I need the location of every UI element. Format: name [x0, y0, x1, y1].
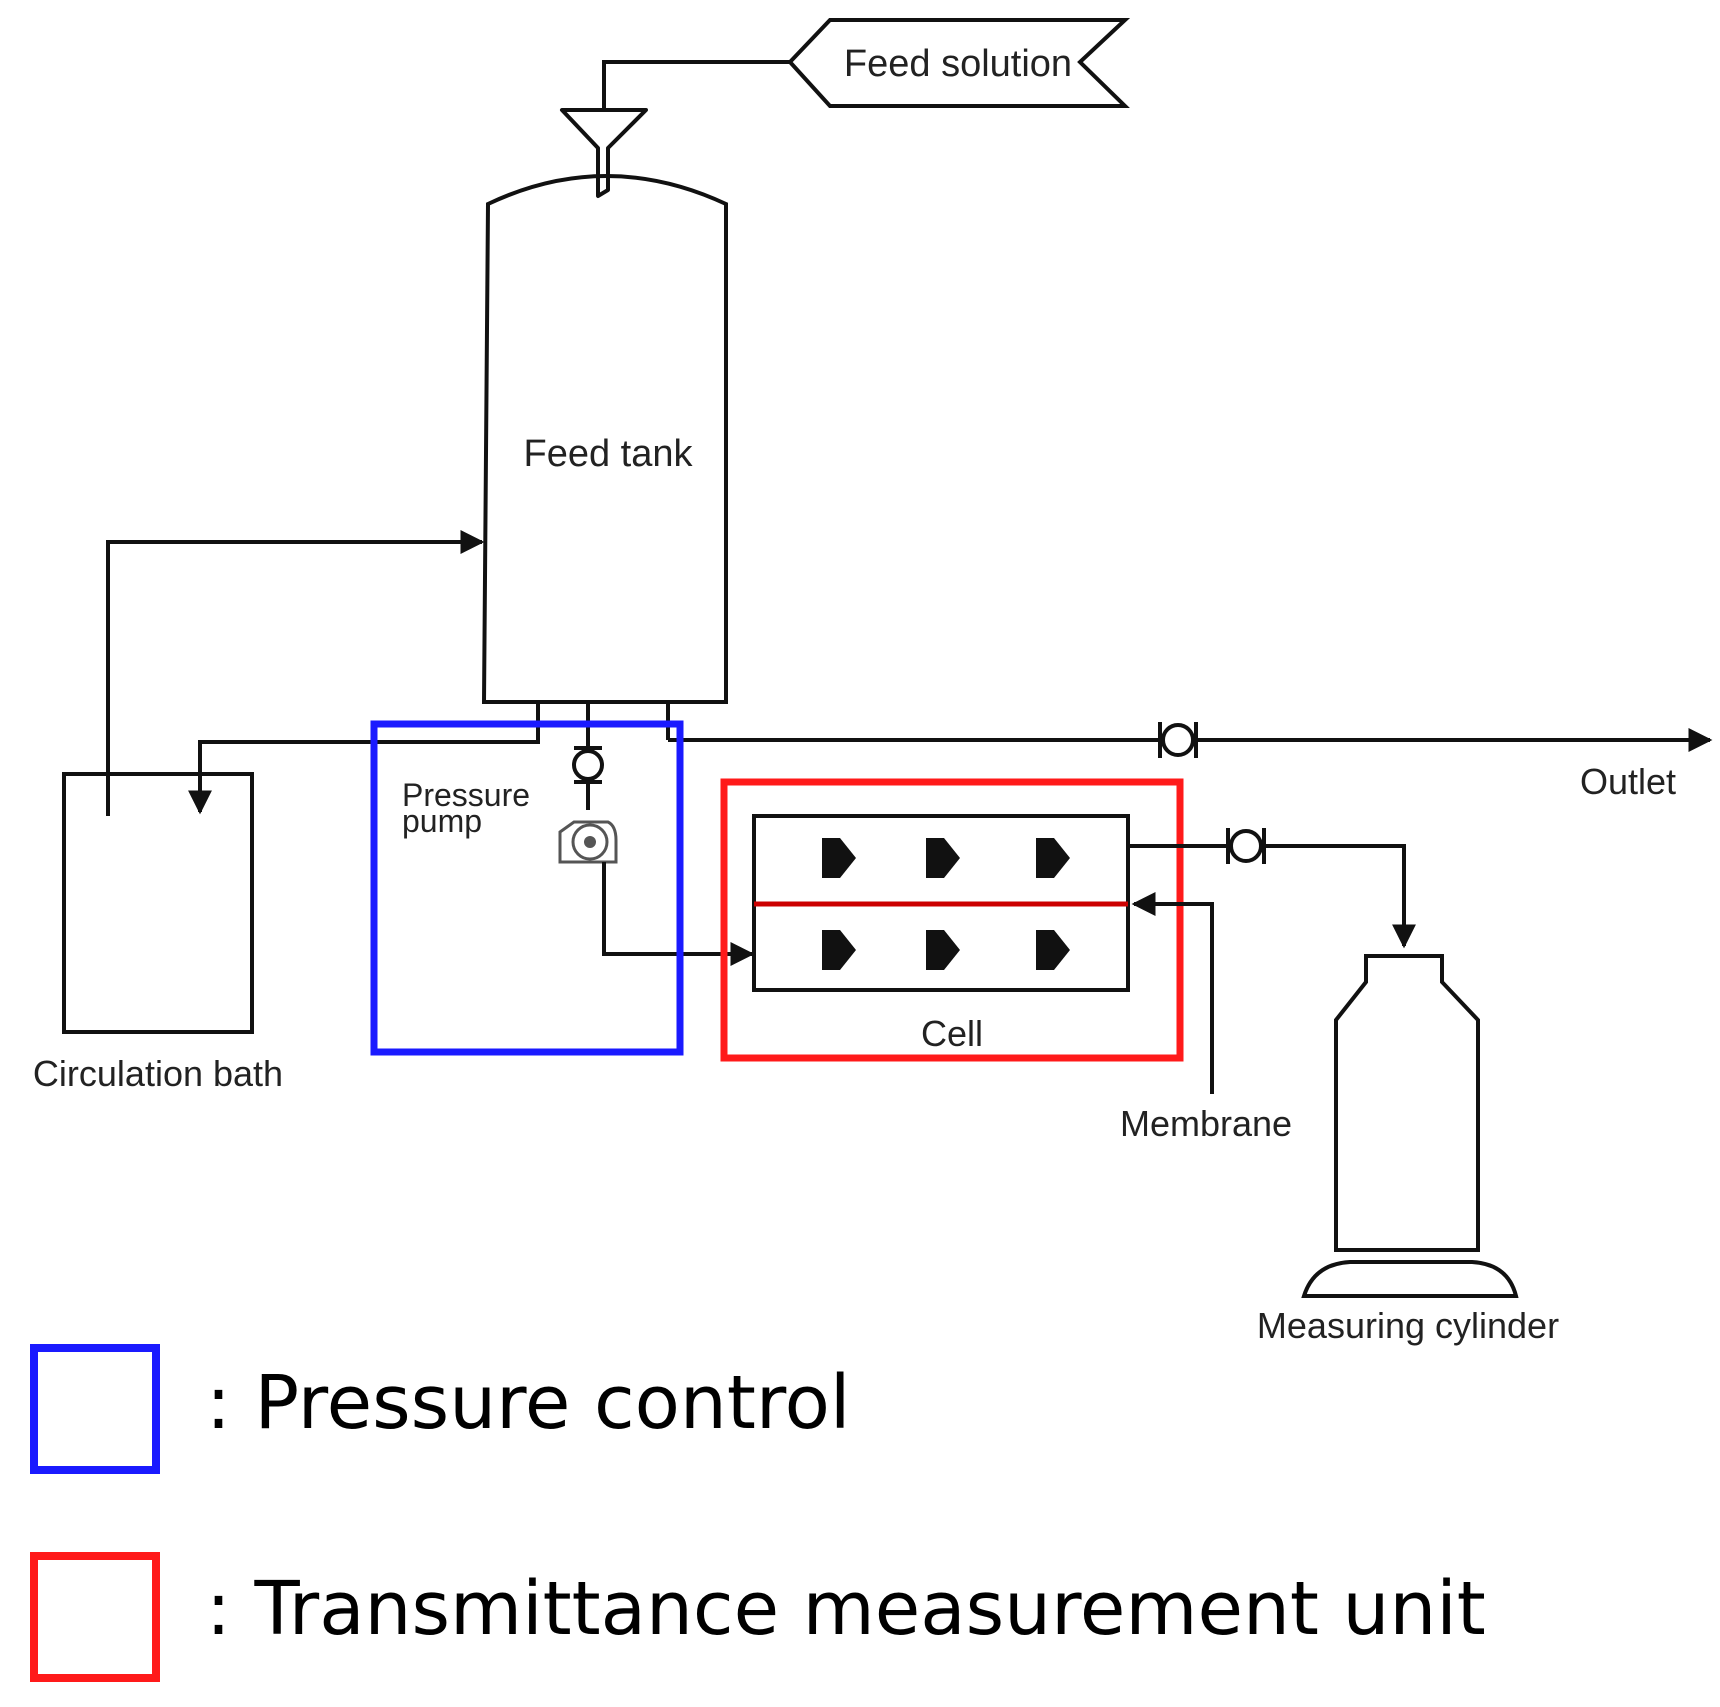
measuring-cylinder-shape [1334, 954, 1480, 1252]
pressure-pump-label-line1: Pressure [402, 777, 530, 813]
feed-tank-shape [481, 174, 728, 704]
pressure-pump-label-line2: pump [402, 803, 482, 839]
legend-pressure-control: : Pressure control [206, 1360, 851, 1446]
pressure-control-box [370, 720, 684, 1056]
outlet-valve-icon [1158, 722, 1198, 758]
legend-swatch-pressure [30, 1344, 160, 1474]
circulation-bath-label: Circulation bath [33, 1053, 283, 1094]
feed-tank-label: Feed tank [524, 433, 694, 475]
membrane-label: Membrane [1120, 1103, 1292, 1144]
cell-label: Cell [921, 1013, 983, 1054]
feed-solution-label: Feed solution [844, 43, 1072, 85]
funnel-icon [560, 108, 648, 198]
outlet-label: Outlet [1580, 761, 1676, 802]
permeate-line [1128, 844, 1416, 949]
measuring-cylinder-label: Measuring cylinder [1257, 1305, 1559, 1346]
measuring-cylinder-base [1301, 1260, 1519, 1298]
circulation-supply-line [188, 738, 540, 815]
membrane-pointer [1131, 892, 1214, 1094]
transmittance-measurement-box [720, 778, 1184, 1062]
pump-to-cell-line [602, 862, 755, 966]
permeate-valve-icon [1226, 828, 1266, 864]
flow-arrows [822, 838, 1070, 970]
circulation-return-line [106, 530, 485, 816]
feed-line [602, 60, 790, 112]
pressure-pump-icon [558, 820, 618, 864]
circulation-bath-shape [62, 772, 254, 1034]
legend-swatch-transmittance [30, 1552, 160, 1682]
pump-valve-icon [572, 746, 604, 784]
legend-transmittance-unit: : Transmittance measurement unit [206, 1566, 1486, 1652]
feed-solution-shape [787, 18, 1131, 108]
